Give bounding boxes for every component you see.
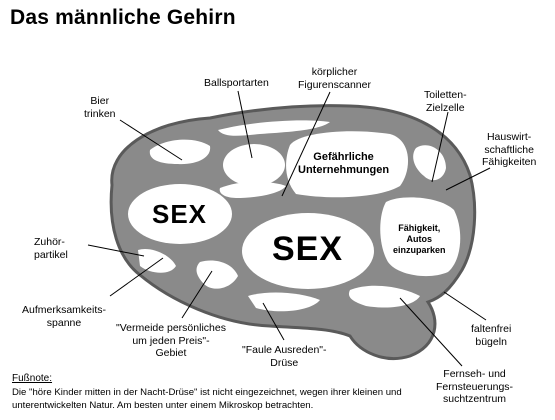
sex-left-label: SEX — [152, 199, 208, 229]
dangerous-label: Gefährliche Unternehmungen — [298, 151, 390, 176]
region-sex-left — [128, 184, 232, 244]
listening-label: Zuhör- partikel — [34, 236, 68, 261]
footnote-text: Die "höre Kinder mitten in der Nacht-Drü… — [12, 387, 402, 411]
region-toilet — [413, 145, 446, 181]
pointer-lines — [87, 90, 491, 367]
excuses-label: "Faule Ausreden"- Drüse — [242, 344, 327, 369]
household-label: Hauswirt- schaftliche Fähigkeiten — [482, 131, 537, 168]
tv-label: Fernseh- und Fernsteuerungs- suchtzentru… — [436, 368, 514, 405]
region-mid-band — [219, 181, 286, 198]
ball-sports-label: Ballsportarten — [204, 77, 269, 89]
beer-label: Bier trinken — [84, 95, 116, 120]
wrinkle-free-label: faltenfrei bügeln — [471, 323, 512, 348]
sex-center-label: SEX — [272, 230, 344, 268]
region-lower-right — [348, 285, 420, 308]
region-dangerous — [286, 131, 409, 198]
figure-scanner-label: körplicher Figurenscanner — [298, 66, 371, 91]
toilet-label: Toiletten- Zielzelle — [424, 89, 467, 114]
region-parking — [380, 197, 461, 277]
footnote-title: Fußnote: — [12, 373, 53, 384]
region-left-lower — [138, 248, 176, 273]
region-avoid — [196, 260, 238, 289]
parking-label: Fähigkeit, Autos einzuparken — [393, 223, 446, 255]
avoid-price-label: "Vermeide persönliches um jeden Preis"- … — [116, 322, 226, 359]
region-beer — [149, 139, 211, 165]
page-title: Das männliche Gehirn — [10, 6, 236, 29]
attention-label: Aufmerksamkeits- spanne — [22, 304, 107, 329]
region-excuses — [248, 292, 320, 312]
region-upper-band — [218, 120, 330, 136]
region-sex-center — [242, 213, 374, 289]
brain-regions — [128, 120, 461, 312]
region-ball-sports — [223, 144, 285, 186]
